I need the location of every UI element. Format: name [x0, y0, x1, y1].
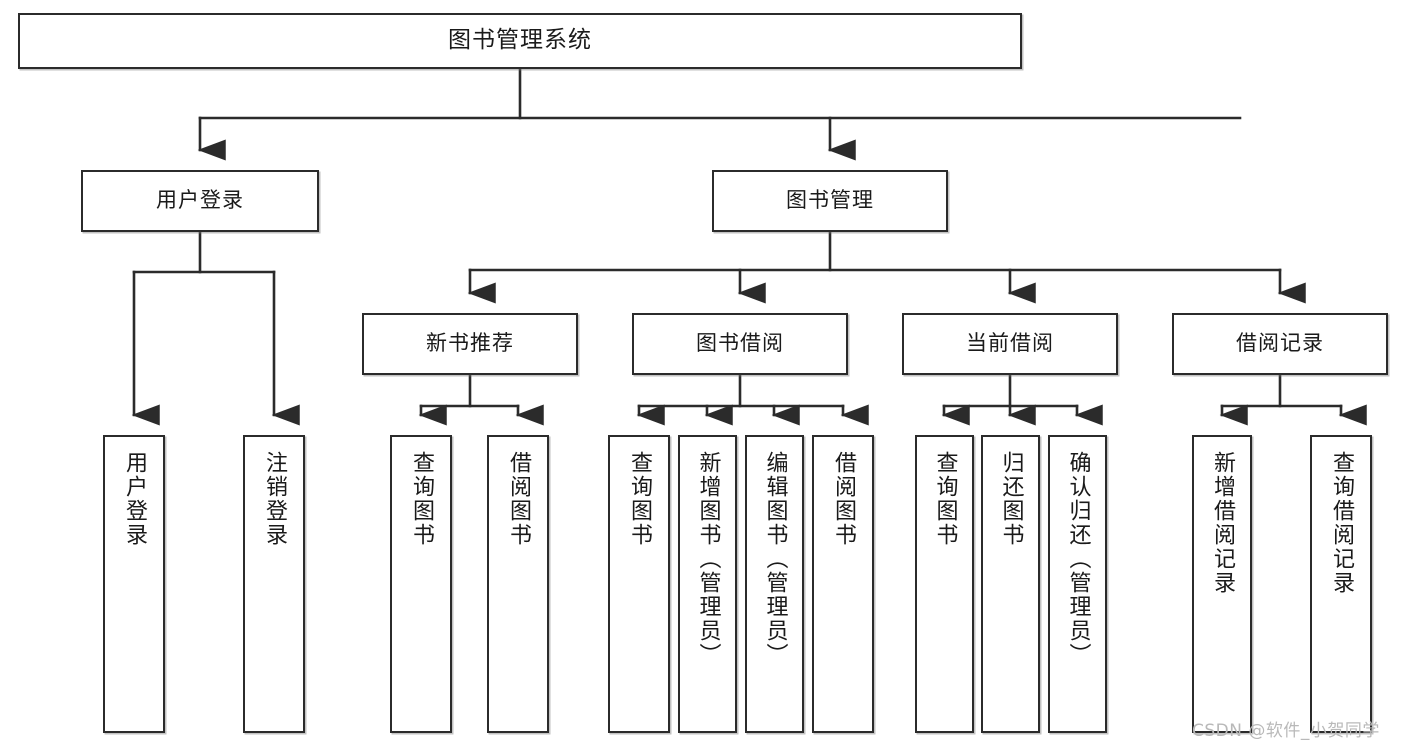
node-leaf-query-book-2[interactable]: 查询图书 [608, 435, 670, 733]
node-label: 用户登录 [156, 188, 244, 213]
node-label: 新增借阅记录 [1209, 451, 1235, 595]
node-book-borrow[interactable]: 图书借阅 [632, 313, 848, 375]
node-label: 当前借阅 [966, 331, 1054, 356]
node-leaf-add-borrow-record[interactable]: 新增借阅记录 [1192, 435, 1252, 733]
node-label: 借阅图书 [505, 451, 531, 547]
node-label: 注销登录 [261, 451, 287, 547]
node-label: 用户登录 [121, 451, 147, 547]
node-leaf-borrow-book-2[interactable]: 借阅图书 [812, 435, 874, 733]
node-new-book-recommend[interactable]: 新书推荐 [362, 313, 578, 375]
node-leaf-return-book[interactable]: 归还图书 [981, 435, 1040, 733]
node-label: 编辑图书（管理员） [762, 451, 788, 667]
node-label: 图书借阅 [696, 331, 784, 356]
node-label: 确认归还（管理员） [1065, 451, 1091, 667]
node-leaf-edit-book-admin[interactable]: 编辑图书（管理员） [745, 435, 804, 733]
node-label: 查询图书 [932, 451, 958, 547]
node-book-manage[interactable]: 图书管理 [712, 170, 948, 232]
node-leaf-add-book-admin[interactable]: 新增图书（管理员） [678, 435, 737, 733]
node-borrow-record[interactable]: 借阅记录 [1172, 313, 1388, 375]
node-label: 查询图书 [626, 451, 652, 547]
node-leaf-query-book-3[interactable]: 查询图书 [915, 435, 974, 733]
node-label: 查询图书 [408, 451, 434, 547]
node-leaf-user-login[interactable]: 用户登录 [103, 435, 165, 733]
node-leaf-logout[interactable]: 注销登录 [243, 435, 305, 733]
node-user-login[interactable]: 用户登录 [81, 170, 319, 232]
node-label: 新增图书（管理员） [695, 451, 721, 667]
node-label: 借阅图书 [830, 451, 856, 547]
node-label: 新书推荐 [426, 331, 514, 356]
node-current-borrow[interactable]: 当前借阅 [902, 313, 1118, 375]
node-leaf-borrow-book-1[interactable]: 借阅图书 [487, 435, 549, 733]
node-label: 图书管理 [786, 188, 874, 213]
node-label: 借阅记录 [1236, 331, 1324, 356]
node-label: 归还图书 [998, 451, 1024, 547]
node-leaf-confirm-return-admin[interactable]: 确认归还（管理员） [1048, 435, 1107, 733]
node-book-management-system[interactable]: 图书管理系统 [18, 13, 1022, 69]
node-leaf-query-borrow-record[interactable]: 查询借阅记录 [1310, 435, 1372, 733]
node-leaf-query-book-1[interactable]: 查询图书 [390, 435, 452, 733]
node-label: 图书管理系统 [448, 27, 592, 54]
node-label: 查询借阅记录 [1328, 451, 1354, 595]
